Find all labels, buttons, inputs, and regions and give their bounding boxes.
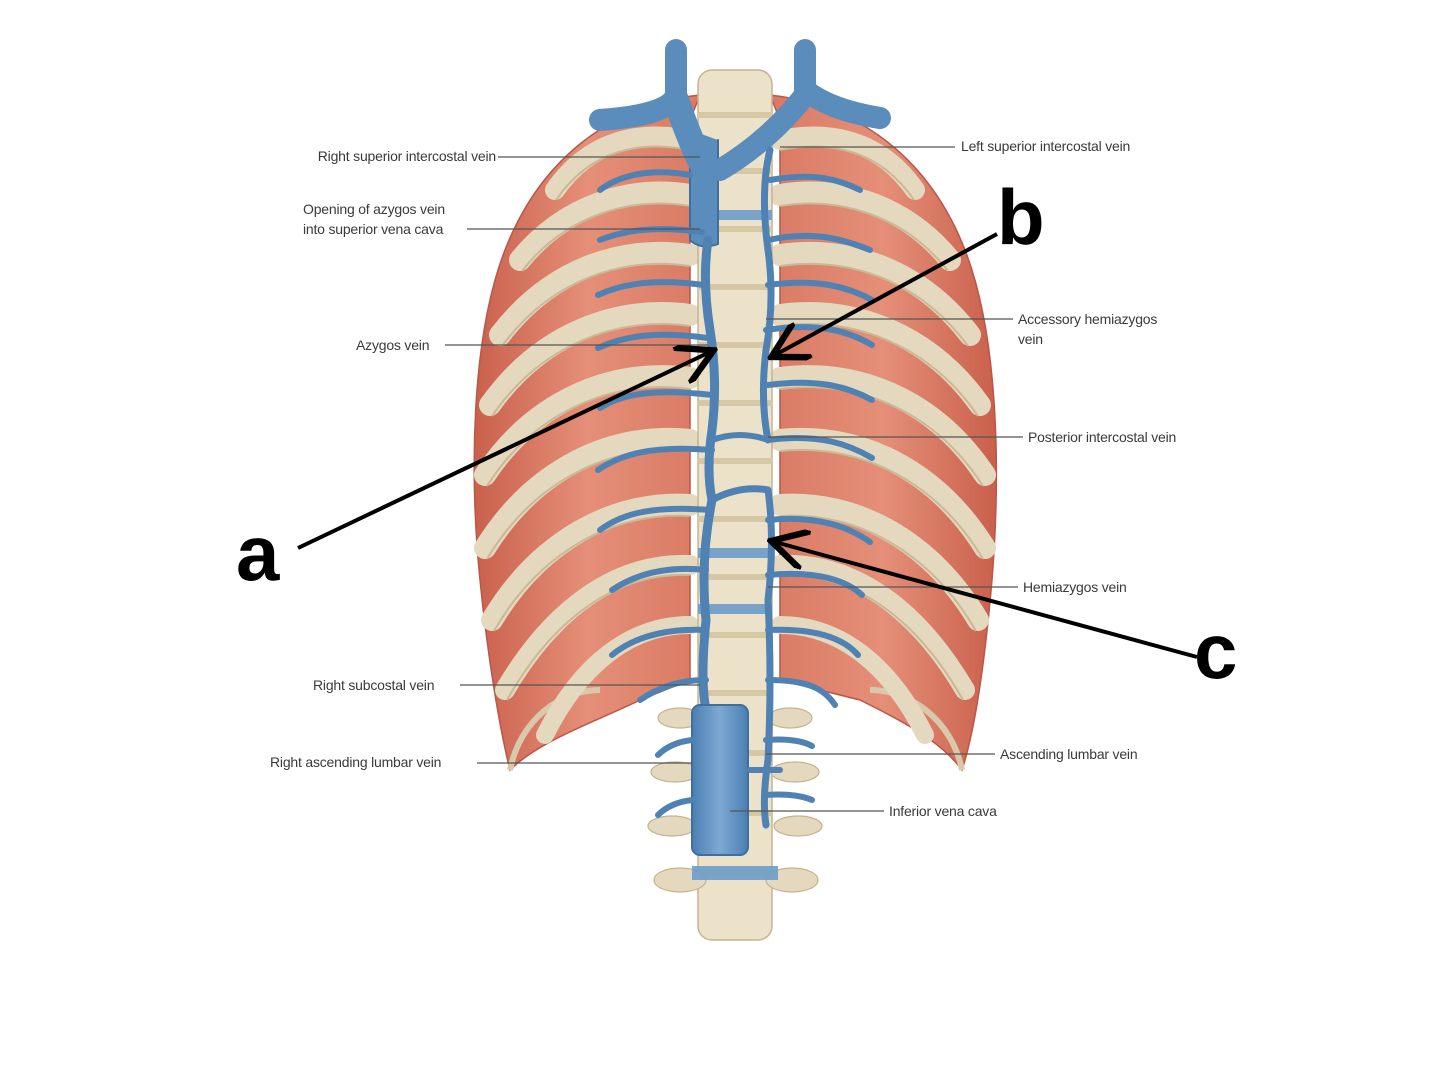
label-opening-azygos-line1: Opening of azygos vein [303, 201, 445, 217]
label-posterior-intercostal-vein: Posterior intercostal vein [1028, 429, 1177, 445]
arrow-c [775, 542, 1198, 659]
label-inferior-vena-cava: Inferior vena cava [889, 803, 997, 819]
label-accessory-hemiazygos-line2: vein [1018, 331, 1043, 347]
posterior-intercostal-veins-right [763, 173, 875, 708]
left-ribs [474, 126, 701, 744]
label-right-subcostal-vein: Right subcostal vein [313, 677, 435, 693]
pointer-arrows [297, 232, 1198, 659]
inferior-vena-cava-vessel [691, 704, 749, 856]
label-opening-azygos-line2: into superior vena cava [303, 221, 444, 237]
accessory-hemiazygos-vein [759, 146, 775, 444]
venous-system [589, 39, 891, 856]
marker-b: b [997, 173, 1045, 261]
leader-lines [445, 146, 1023, 812]
label-left-superior-intercostal-vein: Left superior intercostal vein [961, 138, 1131, 154]
label-hemiazygos-vein: Hemiazygos vein [1023, 579, 1127, 595]
posterior-intercostal-veins-left [595, 169, 715, 703]
label-azygos-vein: Azygos vein [356, 337, 430, 353]
marker-c: c [1194, 607, 1238, 695]
label-right-superior-intercostal-vein: Right superior intercostal vein [317, 148, 496, 164]
label-right-ascending-lumbar-vein: Right ascending lumbar vein [270, 754, 442, 770]
label-accessory-hemiazygos-line1: Accessory hemiazygos [1018, 311, 1158, 327]
label-ascending-lumbar-vein: Ascending lumbar vein [1000, 746, 1138, 762]
arrow-b [775, 232, 998, 355]
marker-a: a [236, 509, 280, 597]
arrow-a [297, 352, 710, 550]
rib-cage [473, 94, 998, 772]
hemiazygos-vein [708, 485, 775, 829]
